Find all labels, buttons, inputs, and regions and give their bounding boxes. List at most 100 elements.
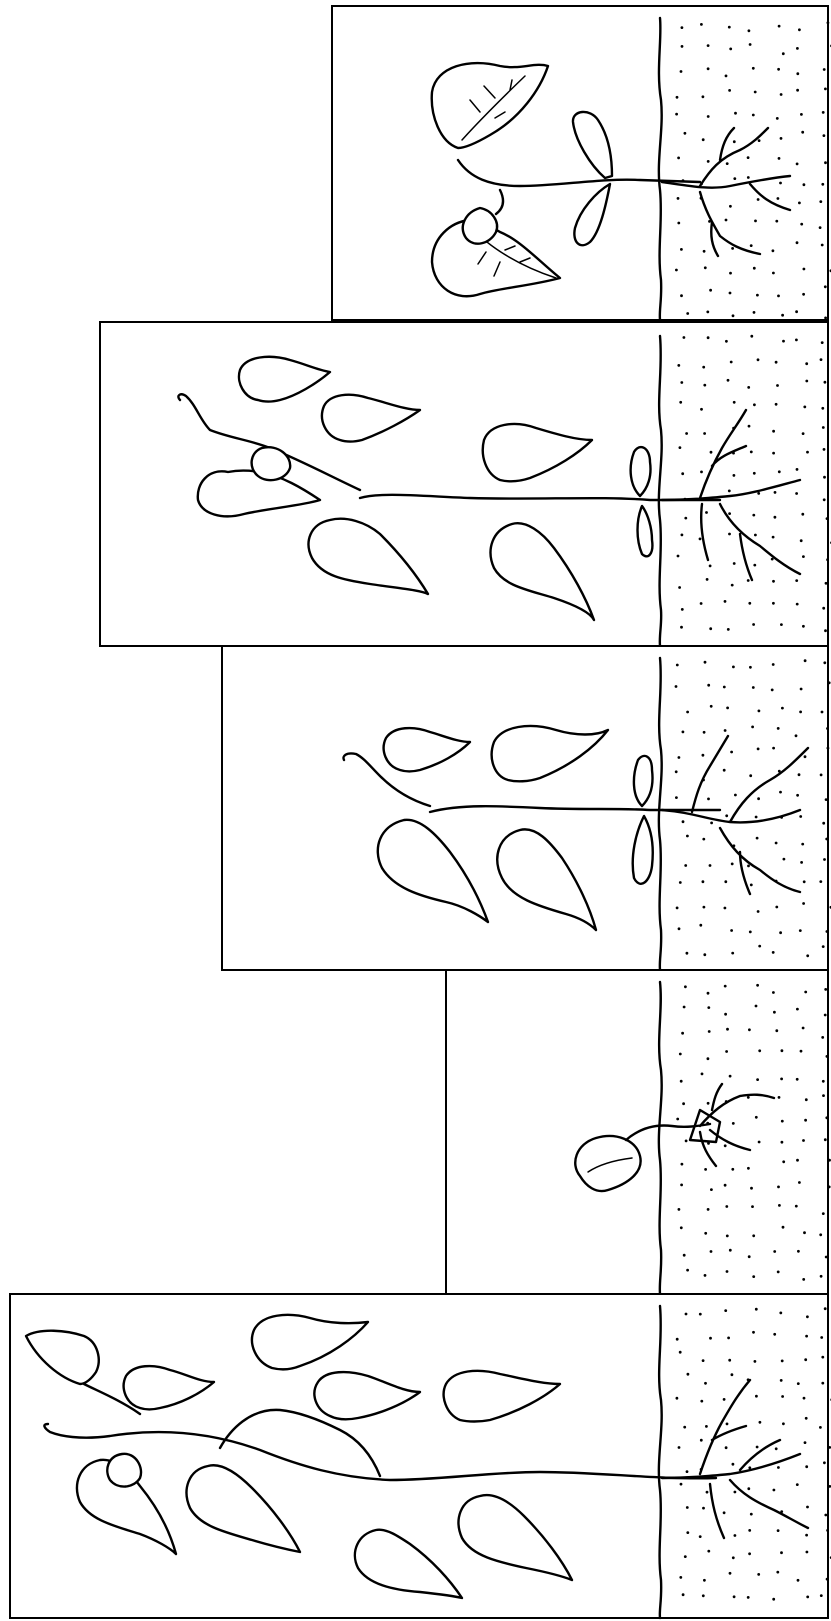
soil-dot <box>704 661 707 664</box>
soil-dot <box>779 182 782 185</box>
soil-dot <box>798 773 801 776</box>
soil-dot <box>825 582 828 585</box>
soil-dot <box>703 384 706 387</box>
soil-dot <box>800 861 803 864</box>
soil-dot <box>796 241 799 244</box>
soil-dot <box>803 183 806 186</box>
soil-dot <box>821 407 824 410</box>
soil-dot <box>824 1514 827 1517</box>
soil-dot <box>708 1030 711 1033</box>
soil-dot <box>802 1027 805 1030</box>
soil-dot <box>747 1167 750 1170</box>
soil-dot <box>682 820 685 823</box>
panel-frame <box>332 6 828 320</box>
soil-dot <box>806 1551 809 1554</box>
soil-dot <box>677 222 680 225</box>
soil-dot <box>707 67 710 70</box>
soil-dot <box>796 72 799 75</box>
soil-dot <box>828 681 831 684</box>
soil-dot <box>747 579 750 582</box>
soil-dot <box>823 1461 826 1464</box>
soil-dot <box>733 401 736 404</box>
soil-dot <box>683 1254 686 1257</box>
soil-dot <box>782 1226 785 1229</box>
soil-dot <box>780 1379 783 1382</box>
soil-dot <box>726 707 729 710</box>
soil-dot <box>752 514 755 517</box>
soil-dot <box>773 1333 776 1336</box>
soil-dot <box>684 1555 687 1558</box>
soil-dot <box>781 1395 784 1398</box>
soil-dot <box>733 474 736 477</box>
soil-dot <box>704 1382 707 1385</box>
soil-dot <box>796 89 799 92</box>
soil-dot <box>729 1249 732 1252</box>
soil-dot <box>754 91 757 94</box>
soil-dot <box>703 906 706 909</box>
soil-dot <box>753 564 756 567</box>
soil-dot <box>682 1593 685 1596</box>
soil-dot <box>749 43 752 46</box>
soil-dot <box>780 137 783 140</box>
soil-dot <box>733 140 736 143</box>
soil-dot <box>800 539 803 542</box>
soil-dot <box>795 1205 798 1208</box>
soil-dot <box>699 1535 702 1538</box>
soil-dot <box>825 1256 828 1259</box>
soil-dot <box>725 219 728 222</box>
soil-dot <box>747 156 750 159</box>
soil-dot <box>797 1250 800 1253</box>
soil-dot <box>679 401 682 404</box>
soil-dot <box>796 1008 799 1011</box>
soil-dot <box>728 533 731 536</box>
soil-dot <box>707 1550 710 1553</box>
soil-dot <box>704 1274 707 1277</box>
soil-dot <box>747 1487 750 1490</box>
soil-dot <box>750 335 753 338</box>
soil-dot <box>824 317 827 320</box>
soil-dot <box>702 1359 705 1362</box>
soil-dot <box>777 1529 780 1532</box>
soil-dot <box>681 26 684 29</box>
soil-dot <box>821 1382 824 1385</box>
soil-dot <box>751 1205 754 1208</box>
soil-dot <box>822 1094 825 1097</box>
soil-dot <box>678 927 681 930</box>
soil-dot <box>777 197 780 200</box>
soil-dot <box>731 1168 734 1171</box>
soil-dot <box>680 381 683 384</box>
soil-dot <box>801 843 804 846</box>
soil-dot <box>750 244 753 247</box>
soil-dot <box>782 1422 785 1425</box>
soil-dot <box>820 1336 823 1339</box>
soil-dot <box>748 1028 751 1031</box>
soil-dot <box>797 1382 800 1385</box>
soil-dot <box>724 1013 727 1016</box>
soil-dot <box>755 1308 758 1311</box>
soil-dot <box>702 754 705 757</box>
soil-dot <box>679 1576 682 1579</box>
soil-dot <box>781 314 784 317</box>
soil-dot <box>750 1513 753 1516</box>
soil-dot <box>747 176 750 179</box>
soil-dot <box>732 1463 735 1466</box>
soil-dot <box>709 565 712 568</box>
soil-dot <box>700 23 703 26</box>
soil-dot <box>757 910 760 913</box>
soil-dot <box>779 931 782 934</box>
panel-2 <box>100 322 831 646</box>
soil-dot <box>796 468 799 471</box>
soil-dot <box>780 1078 783 1081</box>
soil-dot <box>686 1470 689 1473</box>
soil-dot <box>822 1212 825 1215</box>
soil-dot <box>675 269 678 272</box>
soil-dot <box>734 1534 737 1537</box>
panel-3 <box>222 646 831 970</box>
soil-dot <box>732 666 735 669</box>
soil-dot <box>678 756 681 759</box>
soil-dot <box>682 731 685 734</box>
soil-dot <box>796 47 799 50</box>
soil-dot <box>726 1235 729 1238</box>
soil-dot <box>731 1373 734 1376</box>
soil-dot <box>729 272 732 275</box>
